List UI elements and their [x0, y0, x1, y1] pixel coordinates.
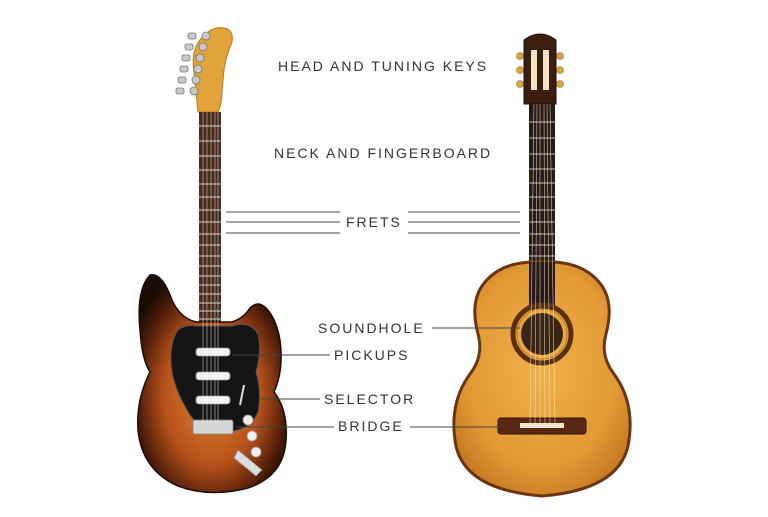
classical-guitar — [452, 33, 632, 498]
label-frets: FRETS — [346, 214, 402, 230]
leader-lines — [226, 211, 520, 428]
electric-strings — [202, 112, 219, 424]
label-neck-and-fingerboard: NECK AND FINGERBOARD — [274, 145, 493, 161]
soundhole — [521, 313, 563, 355]
classical-tuning-keys — [516, 52, 564, 88]
classical-headstock — [523, 33, 557, 105]
electric-guitar — [137, 27, 287, 494]
soundhole-rosette — [510, 302, 574, 366]
classical-strings — [529, 103, 556, 425]
control-knobs — [242, 414, 262, 458]
classical-body — [452, 260, 632, 498]
pickups — [195, 347, 231, 405]
label-bridge: BRIDGE — [338, 418, 404, 434]
tuning-keys — [175, 31, 211, 96]
electric-bridge — [192, 419, 234, 435]
rosette-inner-ring — [516, 308, 568, 360]
jack-plate — [233, 449, 263, 477]
headstock-slot-left — [531, 50, 537, 90]
selector-switch — [239, 384, 245, 406]
label-selector: SELECTOR — [324, 391, 416, 407]
label-head-and-tuning-keys: HEAD AND TUNING KEYS — [278, 58, 489, 74]
bridge-saddle — [520, 423, 564, 428]
label-pickups: PICKUPS — [334, 347, 410, 363]
classical-fretboard-extension — [529, 262, 555, 310]
electric-frets — [199, 125, 221, 320]
headstock-slot-right — [543, 50, 549, 90]
electric-fretboard — [199, 112, 221, 352]
label-soundhole: SOUNDHOLE — [318, 320, 425, 336]
